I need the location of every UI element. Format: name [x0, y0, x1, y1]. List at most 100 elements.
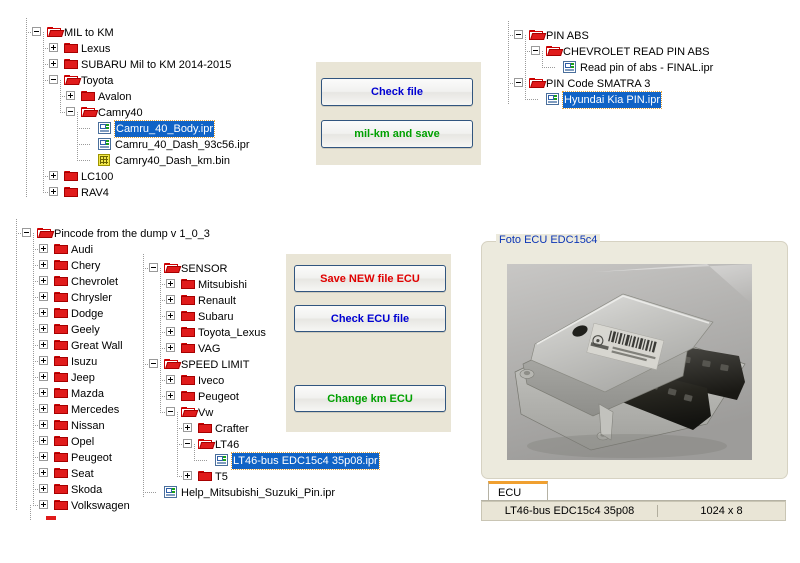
tree-node[interactable]: Hyundai Kia PIN.ipr: [520, 91, 785, 109]
tree-node[interactable]: Mazda: [28, 385, 188, 401]
expand-plus-icon[interactable]: [39, 340, 48, 349]
tree-node[interactable]: Camru_40_Body.ipr: [38, 120, 308, 138]
tree-node[interactable]: LT46: [155, 436, 370, 452]
check-ecu-file-button[interactable]: Check ECU file: [294, 305, 446, 332]
expand-plus-icon[interactable]: [39, 436, 48, 445]
tree-node-label[interactable]: Toyota_Lexus: [198, 327, 266, 339]
tree-node-label[interactable]: Opel: [71, 436, 95, 448]
tree-node-label[interactable]: PIN Code SMATRA 3: [546, 78, 651, 90]
tree-node[interactable]: Renault: [155, 292, 370, 308]
expand-plus-icon[interactable]: [183, 423, 192, 432]
tree-node-label[interactable]: Avalon: [98, 91, 132, 103]
tree-node-label[interactable]: Mitsubishi: [198, 279, 247, 291]
tree-node[interactable]: Chery: [28, 257, 188, 273]
tree-node[interactable]: Subaru: [155, 308, 370, 324]
tab-ecu[interactable]: ECU: [488, 481, 548, 501]
tree-node[interactable]: RAV4: [38, 184, 308, 200]
collapse-minus-icon[interactable]: [514, 78, 523, 87]
collapse-minus-icon[interactable]: [514, 30, 523, 39]
collapse-minus-icon[interactable]: [183, 439, 192, 448]
tree-node-label[interactable]: SENSOR: [181, 263, 228, 275]
expand-plus-icon[interactable]: [39, 276, 48, 285]
expand-plus-icon[interactable]: [49, 59, 58, 68]
tree-node[interactable]: Toyota: [38, 72, 308, 88]
tree-node[interactable]: Jeep: [28, 369, 188, 385]
tree-node-label[interactable]: SUBARU Mil to KM 2014-2015: [81, 59, 232, 71]
expand-plus-icon[interactable]: [166, 327, 175, 336]
tree-node[interactable]: Avalon: [38, 88, 308, 104]
tree-node-label[interactable]: Camru_40_Dash_93c56.ipr: [115, 139, 250, 151]
collapse-minus-icon[interactable]: [22, 228, 31, 237]
tree-node-label[interactable]: Chevrolet: [71, 276, 119, 288]
tree-node[interactable]: MIL to KM: [26, 24, 308, 40]
tree-node-label[interactable]: Crafter: [215, 423, 249, 435]
tree-node-label[interactable]: Isuzu: [71, 356, 98, 368]
tree-node[interactable]: Peugeot: [28, 449, 188, 465]
tree-node[interactable]: Great Wall: [28, 337, 188, 353]
expand-plus-icon[interactable]: [166, 391, 175, 400]
tree-node[interactable]: LT46-bus EDC15c4 35p08.ipr: [155, 452, 380, 470]
tree-node[interactable]: SPEED LIMIT: [143, 356, 370, 372]
expand-plus-icon[interactable]: [39, 404, 48, 413]
tree-node-label[interactable]: Toyota: [81, 75, 114, 87]
save-new-file-ecu-button[interactable]: Save NEW file ECU: [294, 265, 446, 292]
tree-node-label[interactable]: Volkswagen: [71, 500, 130, 512]
tree-node-label[interactable]: Skoda: [71, 484, 103, 496]
tree-node[interactable]: Pincode from the dump v 1_0_3: [16, 225, 210, 241]
tree-node[interactable]: Chevrolet: [28, 273, 188, 289]
tree-node[interactable]: Chrysler: [28, 289, 188, 305]
expand-plus-icon[interactable]: [183, 471, 192, 480]
tree-node-label[interactable]: Renault: [198, 295, 236, 307]
tree-node-label[interactable]: Nissan: [71, 420, 105, 432]
tree-node[interactable]: Geely: [28, 321, 188, 337]
expand-plus-icon[interactable]: [66, 91, 75, 100]
expand-plus-icon[interactable]: [39, 324, 48, 333]
tree-node-label[interactable]: Mercedes: [71, 404, 120, 416]
tree-node[interactable]: Read pin of abs - FINAL.ipr: [520, 59, 785, 75]
tree-node-label[interactable]: T5: [215, 471, 228, 483]
tree-node[interactable]: T5: [155, 468, 370, 484]
tree-node-label[interactable]: Audi: [71, 244, 94, 256]
tree-node[interactable]: PIN Code SMATRA 3: [508, 75, 785, 91]
expand-plus-icon[interactable]: [39, 244, 48, 253]
tree-node[interactable]: Opel: [28, 433, 188, 449]
tree-node-label[interactable]: Mazda: [71, 388, 105, 400]
tree-node-label[interactable]: RAV4: [81, 187, 109, 199]
change-km-ecu-button[interactable]: Change km ECU: [294, 385, 446, 412]
tree-node-label[interactable]: VAG: [198, 343, 221, 355]
collapse-minus-icon[interactable]: [149, 263, 158, 272]
tree-node-label[interactable]: MIL to KM: [64, 27, 114, 39]
tree-node-label-selected[interactable]: Camru_40_Body.ipr: [113, 120, 216, 138]
tree-node-label[interactable]: LC100: [81, 171, 114, 183]
tree-node[interactable]: Vw: [155, 404, 370, 420]
tree-node[interactable]: SENSOR: [143, 260, 370, 276]
tree-node[interactable]: Crafter: [155, 420, 370, 436]
tree-node[interactable]: Mitsubishi: [155, 276, 370, 292]
tree-node-label[interactable]: SPEED LIMIT: [181, 359, 250, 371]
tree-node[interactable]: Lexus: [38, 40, 308, 56]
tree-node[interactable]: Skoda: [28, 481, 188, 497]
expand-plus-icon[interactable]: [166, 375, 175, 384]
tree-node-label[interactable]: Seat: [71, 468, 94, 480]
tree-node-label[interactable]: Peugeot: [198, 391, 239, 403]
tree-node-label[interactable]: Camry40: [98, 107, 143, 119]
expand-plus-icon[interactable]: [39, 388, 48, 397]
expand-plus-icon[interactable]: [39, 260, 48, 269]
collapse-minus-icon[interactable]: [66, 107, 75, 116]
tree-node[interactable]: Seat: [28, 465, 188, 481]
tree-node[interactable]: VAG: [155, 340, 370, 356]
tree-node-label[interactable]: Camry40_Dash_km.bin: [115, 155, 230, 167]
collapse-minus-icon[interactable]: [149, 359, 158, 368]
expand-plus-icon[interactable]: [166, 295, 175, 304]
tree-node-label[interactable]: Chery: [71, 260, 101, 272]
tree-node[interactable]: Camru_40_Dash_93c56.ipr: [38, 136, 308, 152]
tree-node-label[interactable]: Geely: [71, 324, 100, 336]
tree-node-label[interactable]: Pincode from the dump v 1_0_3: [54, 228, 210, 240]
tree-node[interactable]: Peugeot: [155, 388, 370, 404]
tree-node[interactable]: CHEVROLET READ PIN ABS: [520, 43, 785, 59]
tree-node-label[interactable]: Dodge: [71, 308, 104, 320]
